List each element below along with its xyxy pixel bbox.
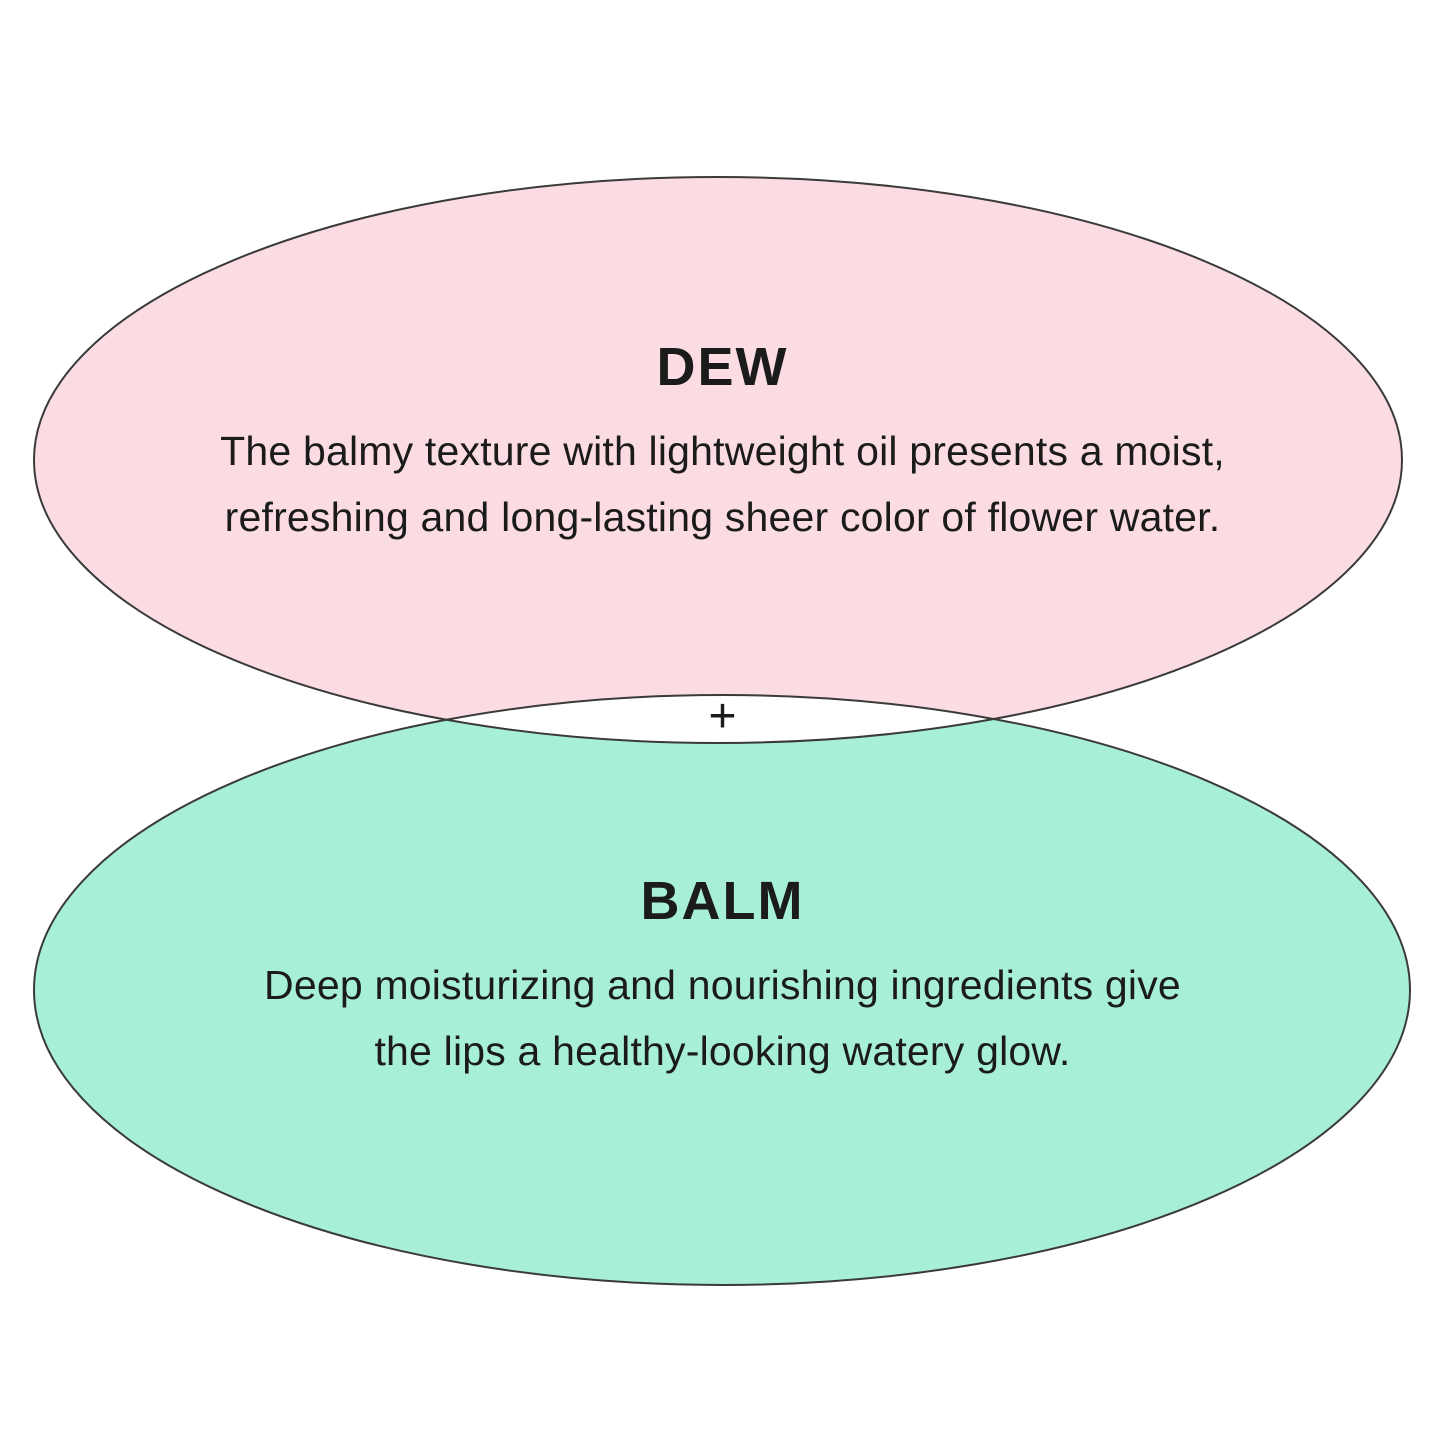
balm-title: BALM xyxy=(640,871,805,931)
balm-description-line-1: Deep moisturizing and nourishing ingredi… xyxy=(264,962,1181,1009)
dew-description: The balmy texture with lightweight oil p… xyxy=(0,419,1445,550)
balm-ellipse-outline xyxy=(33,694,1411,1286)
dew-description-line-2: refreshing and long-lasting sheer color … xyxy=(224,493,1221,540)
dew-ellipse-fill xyxy=(34,177,1402,743)
dew-ellipse-outline xyxy=(33,176,1403,744)
balm-text-block: BALM Deep moisturizing and nourishing in… xyxy=(0,871,1445,1085)
balm-description-line-2: the lips a healthy-looking watery glow. xyxy=(374,1027,1071,1074)
dew-title: DEW xyxy=(656,337,789,397)
balm-ellipse-fill xyxy=(34,695,1410,1285)
dew-description-line-1: The balmy texture with lightweight oil p… xyxy=(220,428,1225,475)
dew-text-block: DEW The balmy texture with lightweight o… xyxy=(0,337,1445,551)
balm-description: Deep moisturizing and nourishing ingredi… xyxy=(0,953,1445,1084)
plus-sign: + xyxy=(708,690,737,743)
